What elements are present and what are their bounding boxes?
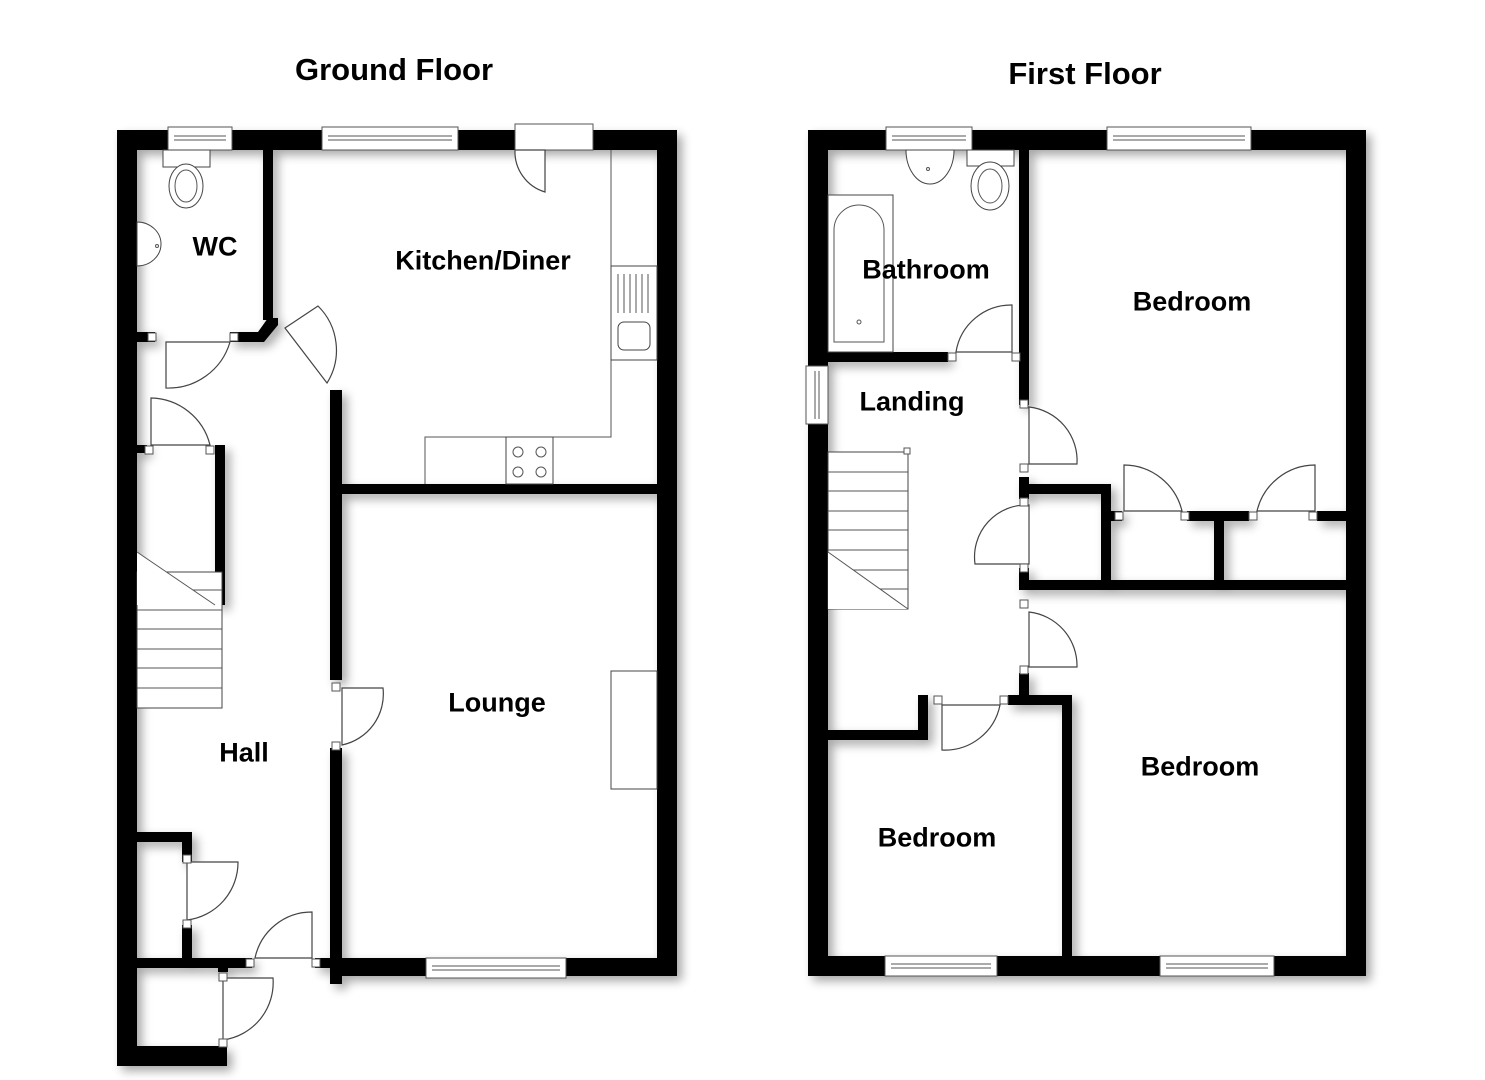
- gf-wc-wall: [263, 150, 273, 320]
- gf-wc-bottom-left: [137, 332, 155, 342]
- ff-cupboard-bottom-wall: [1029, 580, 1346, 590]
- window-icon: [425, 957, 567, 979]
- door-swing-bedroom3: [941, 704, 1001, 751]
- ground-floor-title: Ground Floor: [294, 52, 494, 87]
- ff-bath-bottom-wall: [828, 352, 948, 362]
- ff-fixtures: [827, 149, 1015, 610]
- window-icon: [805, 365, 829, 425]
- door-swing-wc: [165, 341, 231, 389]
- ff-windows: [805, 126, 1275, 977]
- gf-fixtures: [136, 149, 658, 790]
- door-swing-wardrobe1: [1123, 464, 1183, 512]
- hob-icon: [505, 436, 554, 485]
- window-icon: [321, 126, 459, 151]
- gf-wall-right: [657, 130, 677, 976]
- toilet-icon: [970, 161, 1010, 211]
- ff-doors: [933, 304, 1318, 751]
- back-door-frame: [514, 123, 594, 151]
- door-swing-porch: [222, 977, 274, 1041]
- door-swing-bedroom2: [1028, 611, 1078, 668]
- room-label-hall: Hall: [219, 737, 269, 768]
- gf-hall-wall-upper: [330, 390, 342, 680]
- front-door-swing: [254, 911, 313, 959]
- room-label-wc: WC: [192, 231, 238, 262]
- ff-stairs: [827, 447, 911, 610]
- door-swing-bathroom: [955, 304, 1013, 353]
- ff-wall-right: [1346, 130, 1366, 976]
- gf-wall-left: [117, 130, 137, 1066]
- ff-bath-bed-wall: [1019, 150, 1029, 405]
- window-icon: [1106, 126, 1252, 151]
- room-label-bedroom-1: Bedroom: [1132, 286, 1252, 317]
- room-label-landing: Landing: [859, 386, 965, 417]
- back-door-swing: [514, 149, 546, 193]
- room-label-bedroom-2: Bedroom: [1140, 751, 1260, 782]
- gf-windows: [167, 123, 594, 979]
- gf-hall-wall-lower: [330, 748, 342, 984]
- first-floor-title: First Floor: [1008, 56, 1162, 91]
- gf-kitchen-lounge-wall: [342, 484, 657, 494]
- door-swing-kitchen: [284, 305, 337, 385]
- room-label-lounge: Lounge: [448, 687, 546, 718]
- room-label-bedroom-3: Bedroom: [877, 822, 997, 853]
- gf-wall-porch-bottom: [117, 1046, 227, 1066]
- room-label-kitchen-diner: Kitchen/Diner: [395, 245, 571, 276]
- door-swing-cupboard: [150, 397, 211, 446]
- kitchen-counter: [424, 150, 612, 484]
- door-swing-store: [186, 861, 239, 921]
- door-swing-lounge: [341, 687, 384, 746]
- window-icon: [167, 126, 233, 151]
- sink-icon: [617, 321, 651, 351]
- window-icon: [884, 955, 998, 977]
- basin-icon: [136, 221, 162, 267]
- door-swing-bedroom1: [1028, 406, 1078, 465]
- room-label-bathroom: Bathroom: [862, 254, 990, 285]
- ff-bedroom-divider: [1062, 695, 1072, 956]
- gf-cupboard-wall: [215, 445, 225, 605]
- window-icon: [885, 126, 973, 151]
- door-swing-airing-cupboard: [973, 504, 1030, 565]
- gf-wc-bottom-right: [230, 318, 278, 342]
- fireplace-icon: [610, 670, 658, 790]
- gf-stairs: [136, 551, 223, 709]
- ff-wall-left: [808, 130, 828, 976]
- door-swing-wardrobe2: [1256, 464, 1316, 512]
- toilet-icon: [168, 163, 204, 209]
- gf-doors: [144, 149, 546, 1048]
- window-icon: [1159, 955, 1275, 977]
